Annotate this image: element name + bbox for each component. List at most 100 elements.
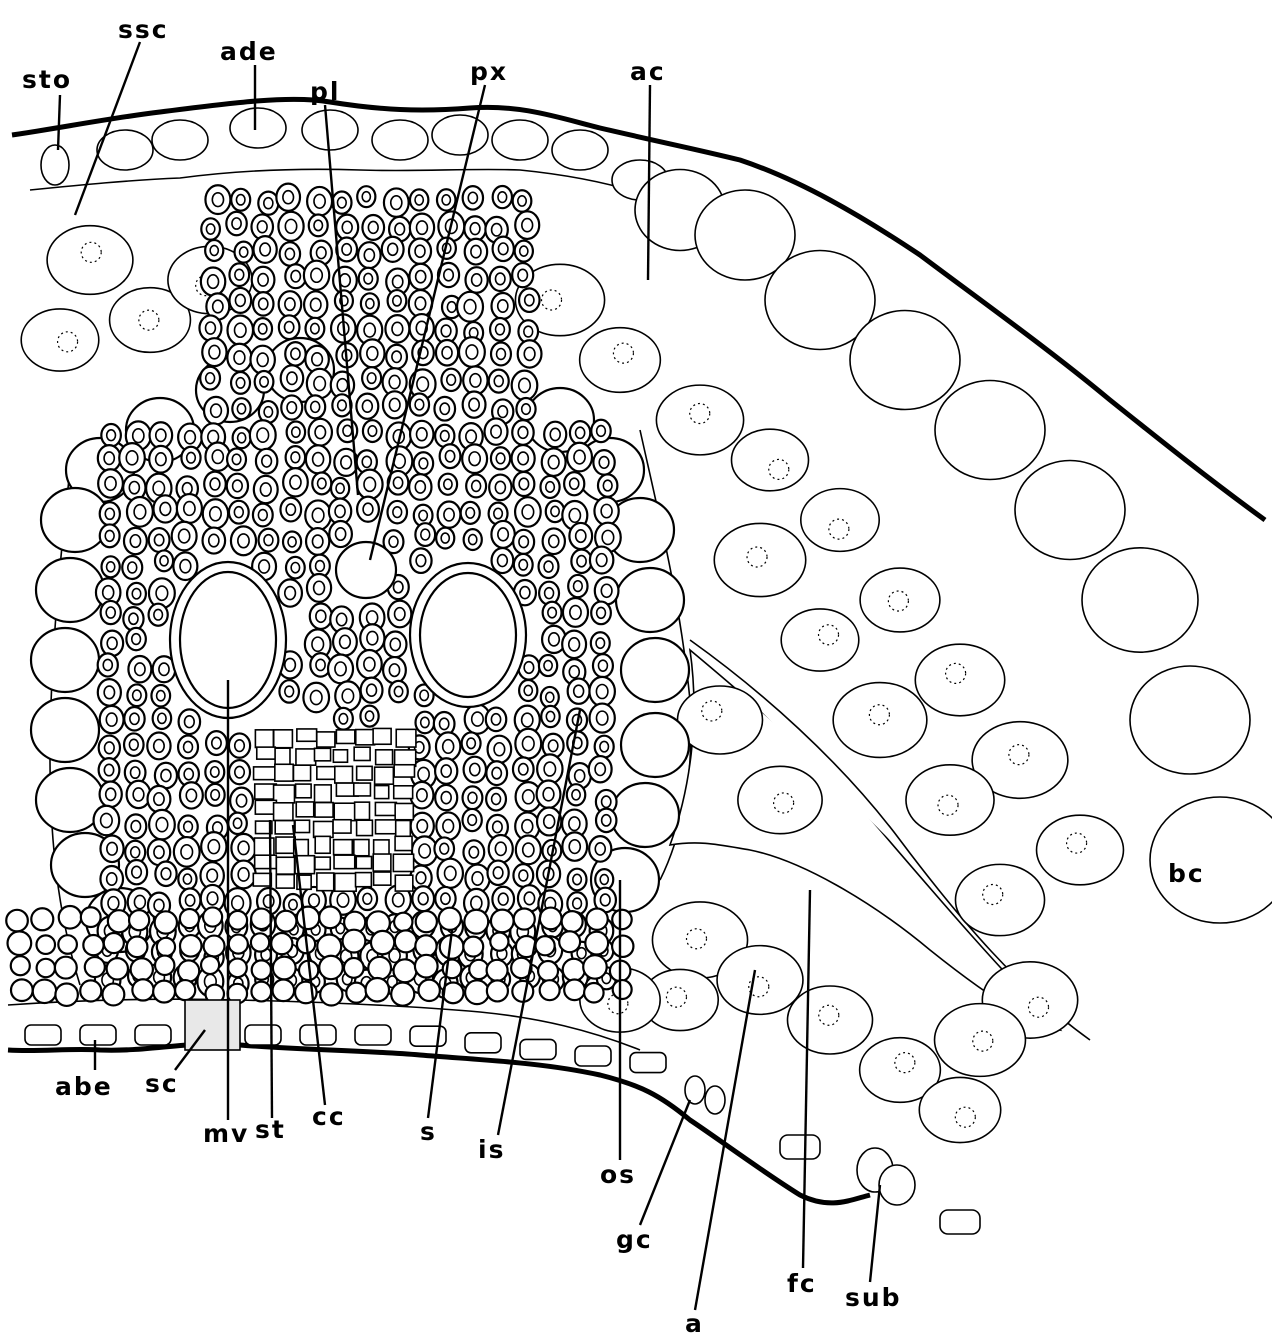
cell-lumen bbox=[498, 406, 508, 418]
sclerenchyma-cell bbox=[157, 938, 175, 956]
cell-lumen bbox=[548, 607, 556, 617]
sclerenchyma-cell bbox=[6, 910, 28, 932]
phloem-cell bbox=[255, 730, 273, 748]
cell-lumen bbox=[311, 268, 322, 282]
label-fc: fc bbox=[787, 1269, 817, 1298]
cell-lumen bbox=[393, 477, 402, 488]
cell-lumen bbox=[285, 322, 294, 333]
sheath-cell bbox=[621, 638, 689, 702]
phloem-cell bbox=[375, 767, 394, 784]
cell-lumen bbox=[104, 686, 114, 699]
cell-lumen bbox=[131, 767, 140, 778]
cell-lumen bbox=[445, 866, 456, 880]
cell-lumen bbox=[315, 426, 325, 439]
cell-lumen bbox=[393, 507, 402, 518]
bulliform-cell bbox=[935, 381, 1045, 480]
leader-sub bbox=[870, 1185, 880, 1282]
cell-lumen bbox=[496, 349, 505, 360]
sclerenchyma-cell bbox=[564, 979, 585, 1000]
cell-lumen bbox=[232, 454, 241, 464]
cell-lumen bbox=[467, 738, 476, 748]
cell-lumen bbox=[520, 246, 528, 256]
phloem-cell bbox=[357, 766, 372, 780]
sheath-cell bbox=[31, 628, 99, 692]
sclerenchyma-cell bbox=[180, 935, 202, 957]
phloem-cell bbox=[334, 855, 355, 869]
sclerenchyma-cell bbox=[344, 958, 364, 978]
bulliform-cell bbox=[1015, 461, 1125, 560]
epidermal-cell bbox=[135, 1025, 171, 1045]
cell-lumen bbox=[134, 895, 145, 908]
cell-lumen bbox=[235, 269, 244, 280]
cell-lumen bbox=[569, 508, 580, 522]
cell-lumen bbox=[236, 195, 245, 205]
cell-lumen bbox=[492, 767, 501, 778]
label-is: is bbox=[478, 1135, 505, 1164]
cell-lumen bbox=[524, 326, 533, 337]
phloem-cell bbox=[315, 836, 330, 853]
cell-lumen bbox=[395, 223, 405, 235]
cell-lumen bbox=[285, 587, 296, 600]
sclerenchyma-cell bbox=[102, 984, 124, 1006]
sclerenchyma-cell bbox=[491, 910, 514, 933]
sclerenchyma-cell bbox=[487, 960, 508, 981]
epidermal-cell bbox=[432, 115, 488, 155]
cell-lumen bbox=[494, 376, 503, 387]
cell-lumen bbox=[236, 794, 246, 807]
cell-lumen bbox=[518, 269, 527, 281]
sclerenchyma-cell bbox=[11, 956, 30, 975]
phloem-cell bbox=[275, 748, 290, 766]
cell-lumen bbox=[389, 398, 400, 411]
cell-lumen bbox=[154, 609, 163, 620]
phloem-cell bbox=[374, 872, 391, 885]
cell-lumen bbox=[495, 273, 504, 285]
cell-lumen bbox=[551, 506, 559, 516]
cell-lumen bbox=[235, 766, 244, 778]
cell-lumen bbox=[388, 243, 398, 255]
cell-lumen bbox=[466, 508, 475, 519]
sclerenchyma-cell bbox=[319, 907, 341, 929]
phloem-cell bbox=[295, 820, 309, 832]
cell-lumen bbox=[207, 869, 218, 882]
cell-lumen bbox=[417, 377, 429, 391]
cell-lumen bbox=[570, 478, 579, 489]
label-gc: gc bbox=[616, 1225, 653, 1254]
phloem-cell bbox=[373, 854, 391, 871]
cell-lumen bbox=[549, 633, 560, 646]
cell-lumen bbox=[288, 537, 296, 547]
sclerenchyma-cell bbox=[463, 937, 483, 957]
sclerenchyma-cell bbox=[204, 936, 225, 957]
phloem-cell bbox=[356, 857, 371, 869]
cell-lumen bbox=[212, 737, 221, 748]
cell-lumen bbox=[342, 221, 352, 233]
cell-lumen bbox=[234, 507, 243, 518]
sclerenchyma-cell bbox=[464, 910, 488, 934]
cell-lumen bbox=[522, 219, 533, 232]
cell-lumen bbox=[158, 713, 166, 723]
phloem-cell bbox=[255, 855, 277, 868]
cell-lumen bbox=[135, 663, 145, 676]
sclerenchyma-cell bbox=[583, 955, 607, 979]
leader-sto bbox=[58, 95, 60, 150]
cell-lumen bbox=[181, 845, 193, 859]
label-st: st bbox=[255, 1115, 286, 1144]
cell-lumen bbox=[574, 685, 584, 697]
cell-lumen bbox=[468, 192, 477, 203]
epidermal-cell bbox=[80, 1025, 116, 1045]
cell-lumen bbox=[602, 815, 611, 826]
sclerenchyma-cell bbox=[252, 960, 271, 979]
cell-lumen bbox=[389, 664, 399, 677]
metaxylem-vessel-right bbox=[420, 573, 516, 697]
subsidiary-cell-b bbox=[879, 1165, 915, 1205]
sclerenchyma-cell bbox=[273, 957, 296, 980]
cell-lumen bbox=[209, 345, 220, 358]
sclerenchyma-cell bbox=[127, 937, 148, 958]
cell-lumen bbox=[134, 505, 146, 519]
cell-lumen bbox=[469, 398, 479, 411]
sclerenchyma-cell bbox=[251, 982, 271, 1002]
label-sto: sto bbox=[22, 65, 72, 94]
cell-lumen bbox=[208, 840, 219, 854]
cell-lumen bbox=[598, 660, 607, 671]
cell-lumen bbox=[336, 483, 344, 493]
